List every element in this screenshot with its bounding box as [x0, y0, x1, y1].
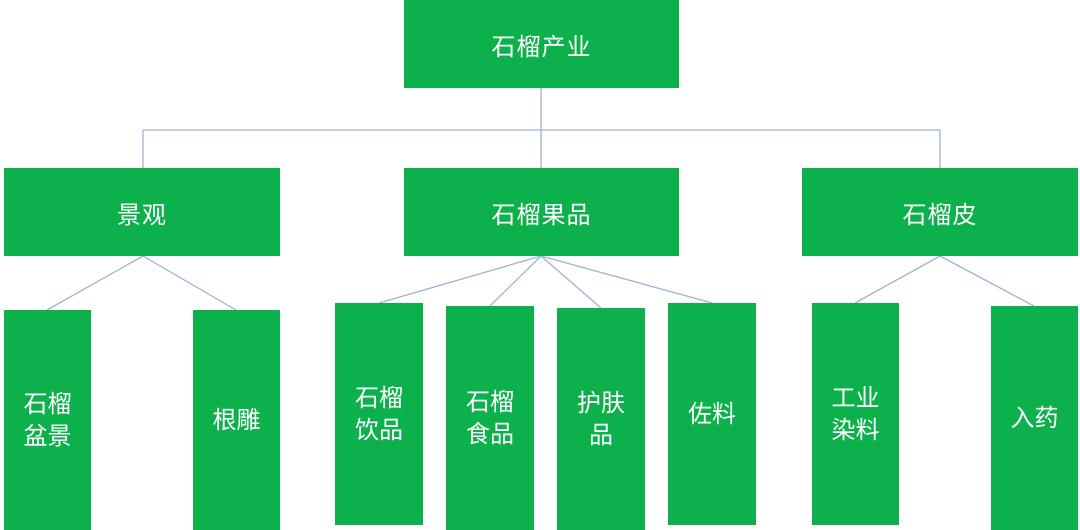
node-shiliu-shipin: 石榴食品 — [446, 306, 534, 530]
node-root-label: 石榴产业 — [491, 32, 592, 61]
node-hufupin-label: 护肤品 — [577, 389, 625, 449]
node-shiliu-guopin: 石榴果品 — [404, 168, 679, 256]
node-shiliu-shipin-label: 石榴食品 — [466, 388, 514, 448]
node-ruyao: 入药 — [991, 306, 1078, 530]
node-gendiao: 根雕 — [193, 310, 280, 530]
connector-guopin-shipin — [489, 255, 542, 307]
node-shiliu-pi-label: 石榴皮 — [902, 200, 978, 229]
node-gongye-ranliao: 工业染料 — [812, 303, 899, 525]
node-zuoliao-label: 佐料 — [688, 400, 736, 428]
node-gongye-ranliao-label: 工业染料 — [831, 384, 880, 444]
node-shiliu-pi: 石榴皮 — [802, 168, 1078, 256]
node-hufupin: 护肤品 — [557, 308, 645, 530]
node-jingguan: 景观 — [4, 168, 280, 256]
node-shiliu-yinpin-label: 石榴饮品 — [355, 384, 403, 444]
connector-guopin-zuoliao — [540, 255, 713, 304]
node-zuoliao: 佐料 — [668, 303, 756, 525]
connector-jingguan-gendiao — [142, 255, 237, 311]
node-jingguan-label: 景观 — [117, 200, 167, 229]
connector-pi-ruyao — [939, 255, 1035, 307]
node-root: 石榴产业 — [404, 0, 679, 88]
node-shiliu-penjing: 石榴盆景 — [4, 310, 91, 530]
connector-guopin-hufu — [540, 255, 602, 309]
node-gendiao-label: 根雕 — [212, 406, 261, 434]
connector-jingguan-penjing — [46, 255, 144, 311]
connector-guopin-yinpin — [378, 255, 542, 304]
node-shiliu-guopin-label: 石榴果品 — [491, 200, 592, 229]
node-ruyao-label: 入药 — [1010, 404, 1059, 432]
connector-pi-ranliao — [854, 255, 941, 304]
node-shiliu-penjing-label: 石榴盆景 — [23, 390, 72, 450]
node-shiliu-yinpin: 石榴饮品 — [335, 303, 423, 525]
